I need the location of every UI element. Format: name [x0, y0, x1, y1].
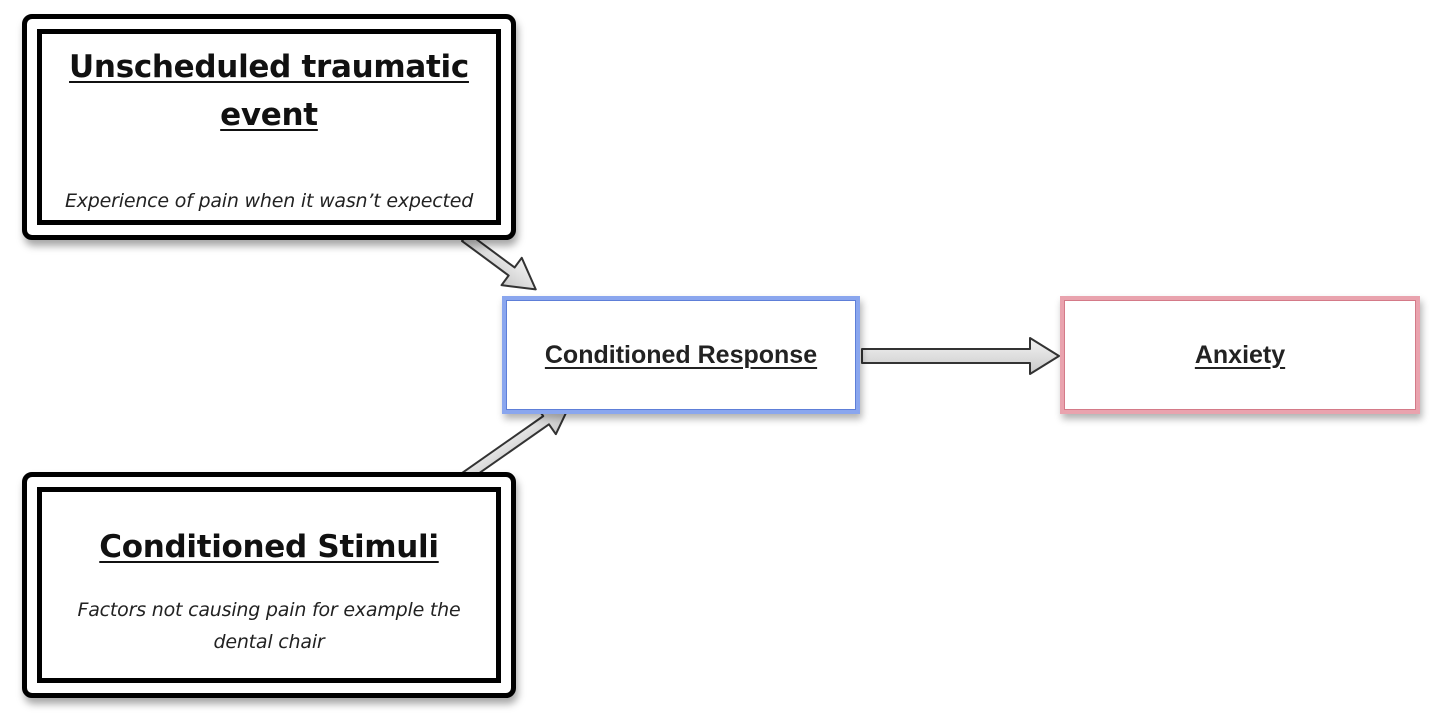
arrow-response-to-anxiety — [861, 337, 1060, 375]
conditioned-response-label: Conditioned Response — [544, 340, 818, 369]
conditioned-stimuli-description-line2: dental chair — [213, 631, 325, 653]
traumatic-event-title-line1: Unscheduled traumatic — [69, 49, 469, 85]
traumatic-event-box: Unscheduled traumatic event Experience o… — [22, 14, 516, 240]
anxiety-label: Anxiety — [1194, 340, 1286, 369]
arrow-traumatic-to-response — [461, 231, 537, 291]
traumatic-event-inner: Unscheduled traumatic event Experience o… — [37, 29, 501, 225]
arrow-stimuli-to-response — [461, 402, 572, 483]
conditioned-stimuli-inner: Conditioned Stimuli Factors not causing … — [37, 487, 501, 683]
conditioned-response-box: Conditioned Response — [502, 296, 860, 414]
conditioned-stimuli-title: Conditioned Stimuli — [99, 529, 439, 565]
conditioned-stimuli-box: Conditioned Stimuli Factors not causing … — [22, 472, 516, 698]
anxiety-box: Anxiety — [1060, 296, 1420, 414]
traumatic-event-title-line2: event — [220, 97, 318, 133]
traumatic-event-description: Experience of pain when it wasn’t expect… — [64, 190, 474, 212]
conditioned-stimuli-description-line1: Factors not causing pain for example the — [77, 599, 461, 621]
